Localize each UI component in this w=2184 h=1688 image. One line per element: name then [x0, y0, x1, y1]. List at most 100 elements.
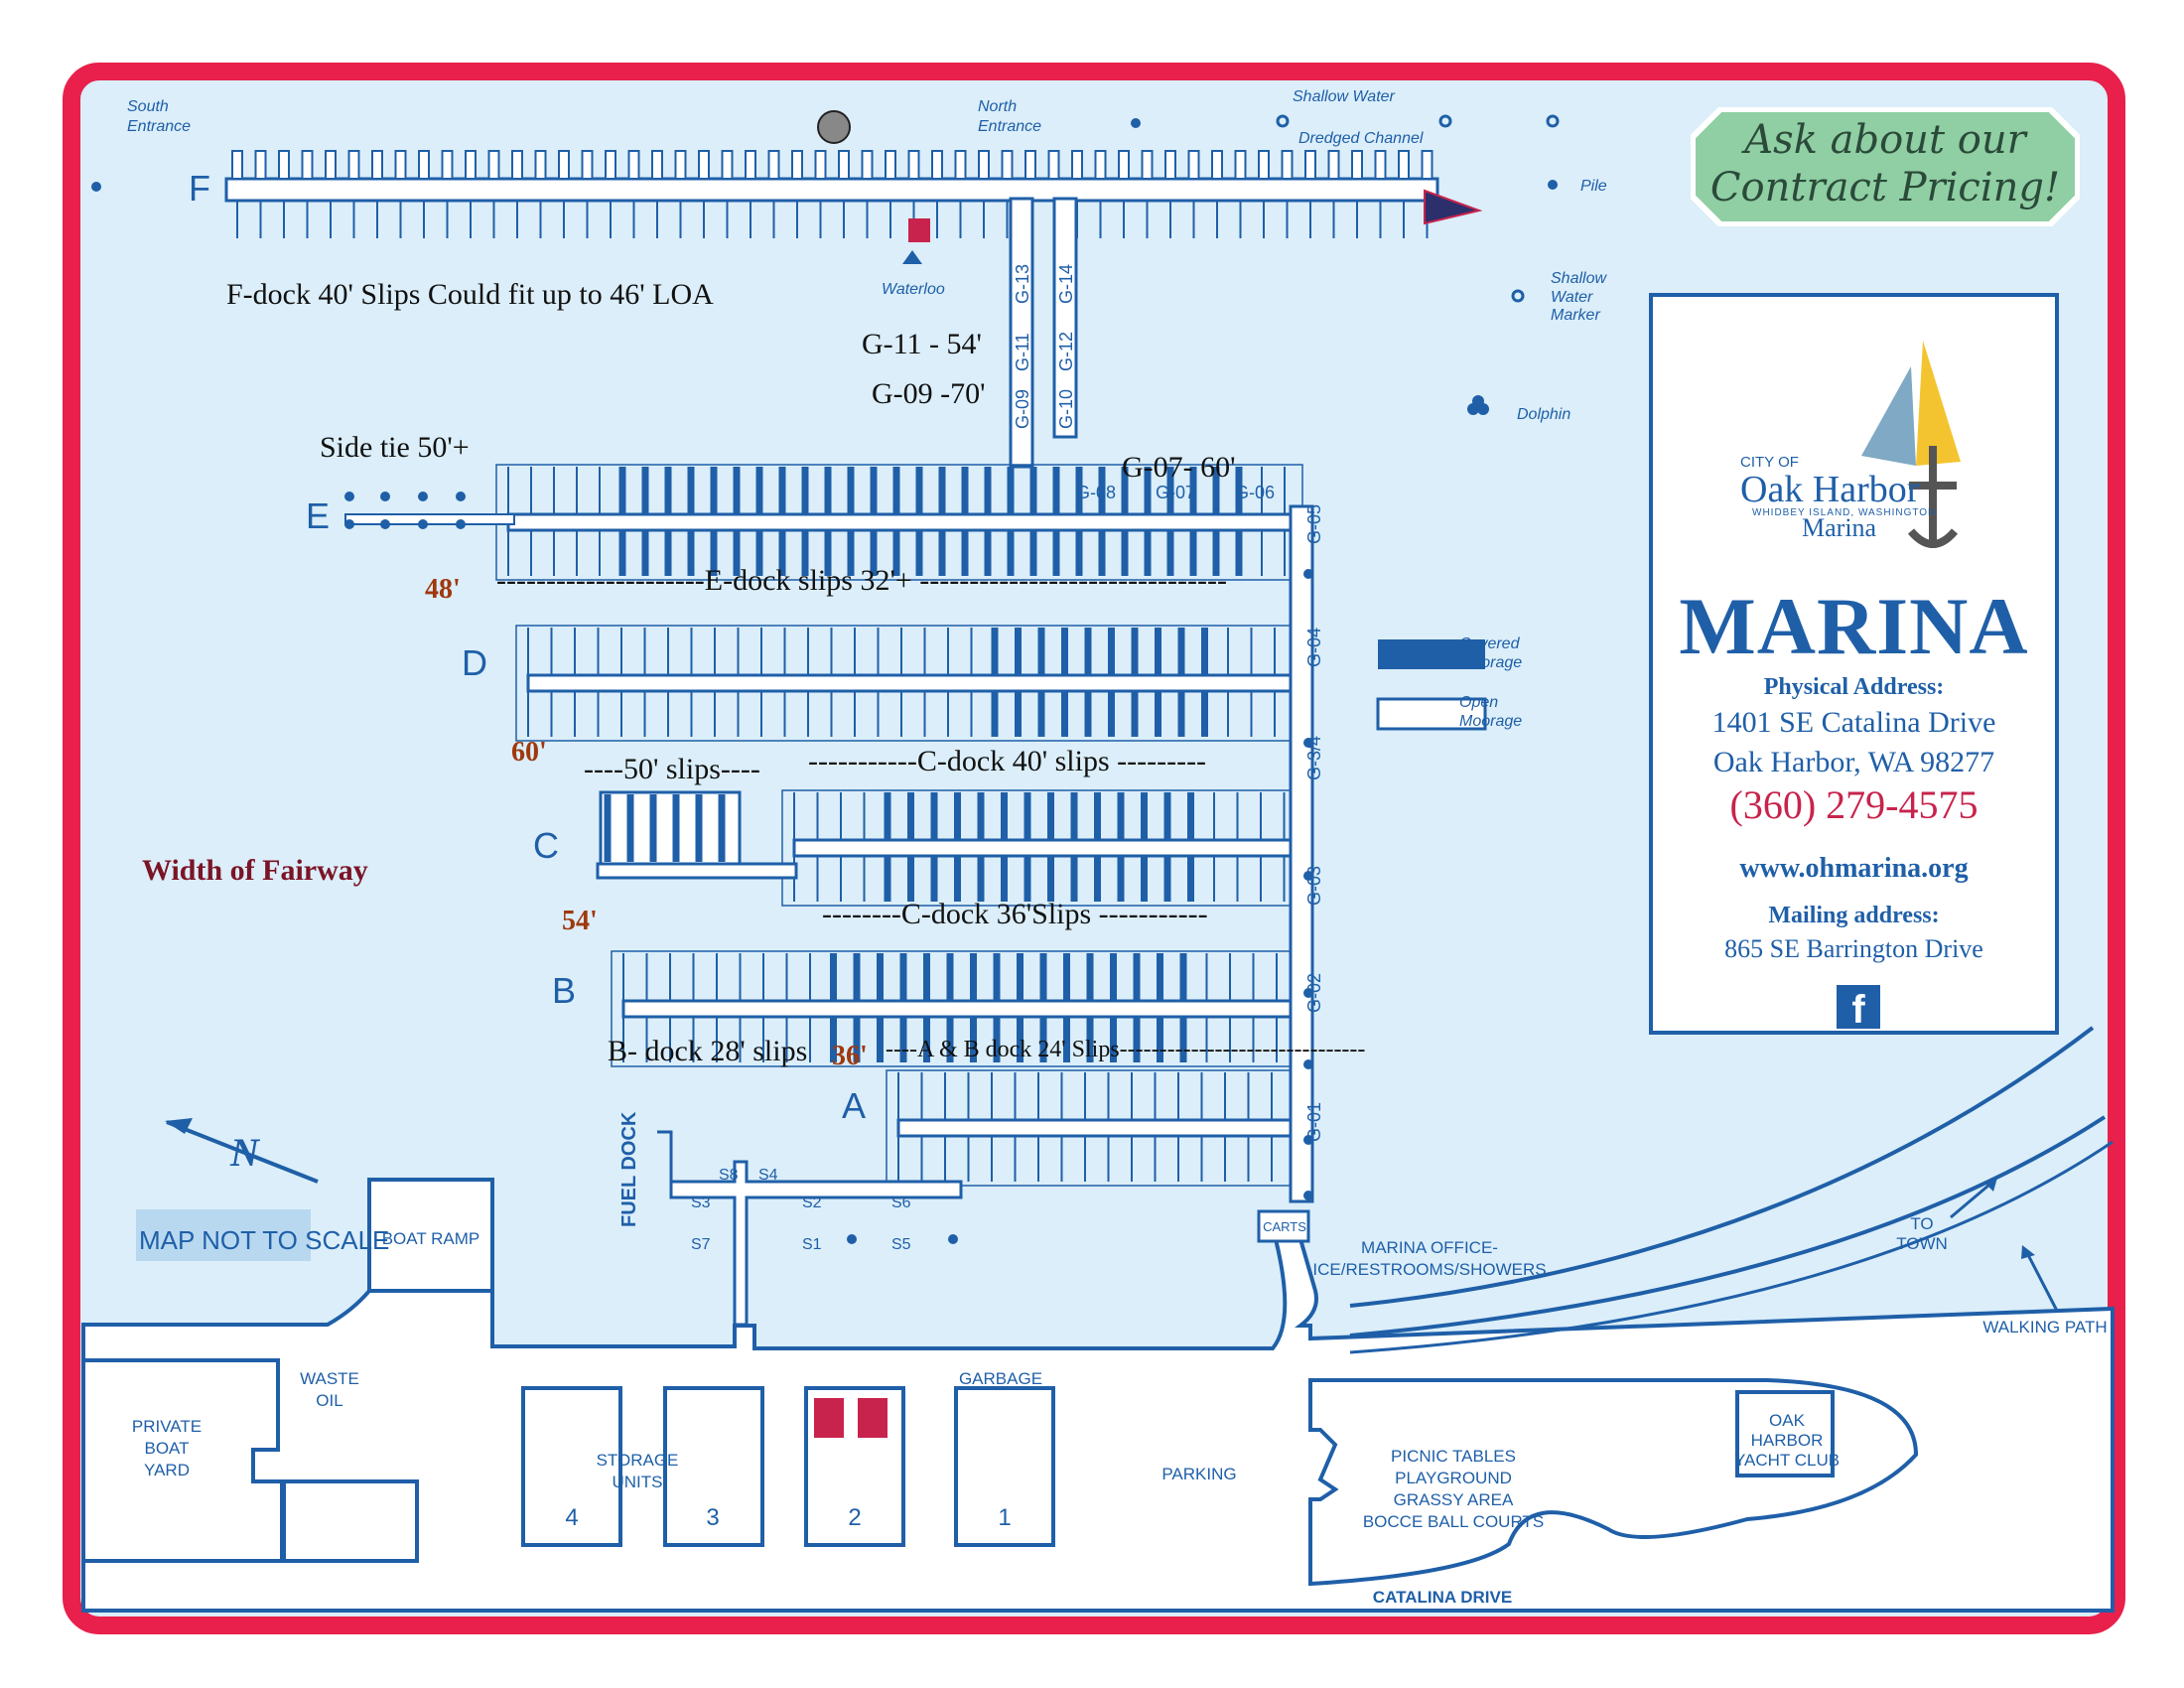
fuel-slip-label: S8 [719, 1167, 739, 1184]
c-40-slips-note: -----------C-dock 40' slips --------- [808, 745, 1206, 777]
logo-city: CITY OF [1740, 454, 1799, 471]
sea-lion-icon [817, 110, 851, 144]
fuel-slip-label: S5 [891, 1236, 911, 1253]
f-dock-finger [1024, 150, 1036, 180]
storage-unit-number: 3 [706, 1504, 719, 1531]
not-to-scale-label: MAP NOT TO SCALE [139, 1225, 389, 1255]
dolphin-icon [1467, 395, 1489, 415]
f-dock-finger [698, 150, 710, 180]
eDock-walk [506, 512, 1293, 532]
picnic-label: PLAYGROUND [1395, 1469, 1512, 1487]
e-dock [344, 464, 1303, 581]
pile-label: Pile [1580, 178, 1607, 195]
piling-icon [847, 1234, 857, 1244]
f-dock-finger [465, 150, 477, 180]
f-dock-finger [487, 150, 500, 180]
piling-icon [1303, 871, 1313, 881]
f-dock-finger [1118, 150, 1130, 180]
mailing-address-label: Mailing address: [1768, 903, 1940, 928]
f-dock-finger [674, 150, 687, 180]
g-dock-stem [1052, 197, 1078, 439]
covered-moorage-label: Moorage [1459, 654, 1522, 671]
walking-path-arrow-icon [2023, 1248, 2059, 1312]
waterloo-arrow-icon [902, 250, 922, 264]
facebook-icon[interactable]: f [1837, 985, 1880, 1032]
piling-icon [1303, 1059, 1313, 1069]
dredged-channel-label: Dredged Channel [1298, 130, 1424, 147]
private-boat-yard-label: PRIVATE [132, 1417, 202, 1436]
to-town-arrowhead-icon [1983, 1178, 1997, 1192]
waste-oil-label: WASTE [300, 1369, 359, 1388]
logo-oak-harbor: Oak Harbor [1740, 469, 1920, 510]
storage-unit-number: 1 [998, 1504, 1011, 1531]
storage-units-label: UNITS [613, 1473, 663, 1491]
piling-icon [1548, 180, 1558, 190]
promo-shape [1691, 107, 2080, 226]
waterloo-restroom-icon [908, 218, 930, 242]
storage-unit-number: 2 [848, 1504, 861, 1531]
restroom-icon [814, 1398, 844, 1438]
street-address: 1401 SE Catalina Drive [1711, 706, 1996, 739]
picnic-label: GRASSY AREA [1394, 1490, 1514, 1509]
piling-markers [91, 118, 1558, 1244]
piling-icon [1303, 988, 1313, 998]
fairway-60: 60' [511, 737, 547, 768]
storage-unit-3 [663, 1386, 764, 1547]
logo-tagline: WHIDBEY ISLAND, WASHINGTON [1752, 507, 1937, 518]
f-dock-finger [907, 150, 920, 180]
yacht-club-label: HARBOR [1751, 1431, 1824, 1450]
piling-icon [1303, 1135, 1313, 1145]
d-dock-letter: D [462, 642, 487, 683]
fairway-54: 54' [562, 906, 598, 936]
covered-moorage-swatch [1378, 639, 1485, 669]
website-link[interactable]: www.ohmarina.org [1739, 853, 1969, 884]
card-title: MARINA [1679, 581, 2029, 671]
piling-icon [91, 182, 101, 192]
shallow-marker-label: Water [1551, 289, 1593, 306]
g-dock-right-label: G-05 [1304, 504, 1324, 544]
physical-address-label: Physical Address: [1763, 674, 1945, 700]
piling-icon [418, 519, 428, 529]
c-36-slips-note: --------C-dock 36'Slips ----------- [822, 898, 1208, 930]
marina-office-label: ICE/RESTROOMS/SHOWERS [1312, 1260, 1546, 1279]
north-label: N [229, 1130, 261, 1175]
ab-24-note: ----A & B dock 24' Slips----------------… [886, 1037, 1365, 1062]
to-town-label: TO [1910, 1214, 1933, 1233]
piling-icon [1303, 569, 1313, 579]
f-dock-finger [1164, 150, 1176, 180]
road-line [1349, 1140, 2114, 1354]
phone-number[interactable]: (360) 279-4575 [1729, 782, 1979, 827]
storage-units-label: STORAGE [597, 1451, 679, 1470]
f-dock-finger [254, 150, 267, 180]
catalina-drive-label: CATALINA DRIVE [1373, 1588, 1512, 1607]
road-line [1349, 1115, 2107, 1337]
f-dock-finger [1094, 150, 1107, 180]
shallow-water-label: Shallow Water [1293, 88, 1396, 105]
f-dock-finger [1211, 150, 1223, 180]
f-dock-finger [861, 150, 874, 180]
open-moorage-label: Moorage [1459, 713, 1522, 730]
g-dock-label: G-09 [1013, 389, 1032, 429]
piling-icon [380, 492, 390, 501]
boat-yard-shed [282, 1479, 419, 1563]
parking-label: PARKING [1161, 1465, 1236, 1483]
piling-icon [418, 492, 428, 501]
piling-icon [344, 492, 354, 501]
f-dock-finger [745, 150, 756, 180]
c-dock-50-box [599, 790, 742, 866]
shallow-water-marker-icon [1511, 289, 1525, 303]
piling-icon [380, 519, 390, 529]
c-dock [596, 789, 1303, 907]
f-dock-finger [558, 150, 570, 180]
f-dock-finger [441, 150, 454, 180]
g-dock-head-label: G-08 [1076, 483, 1116, 502]
boat-ramp-building [367, 1178, 494, 1293]
f-dock-finger [581, 150, 594, 180]
f-dock-finger [885, 150, 896, 180]
f-dock-finger [1001, 150, 1014, 180]
f-dock-finger [371, 150, 383, 180]
f-dock-letter: F [189, 168, 210, 209]
